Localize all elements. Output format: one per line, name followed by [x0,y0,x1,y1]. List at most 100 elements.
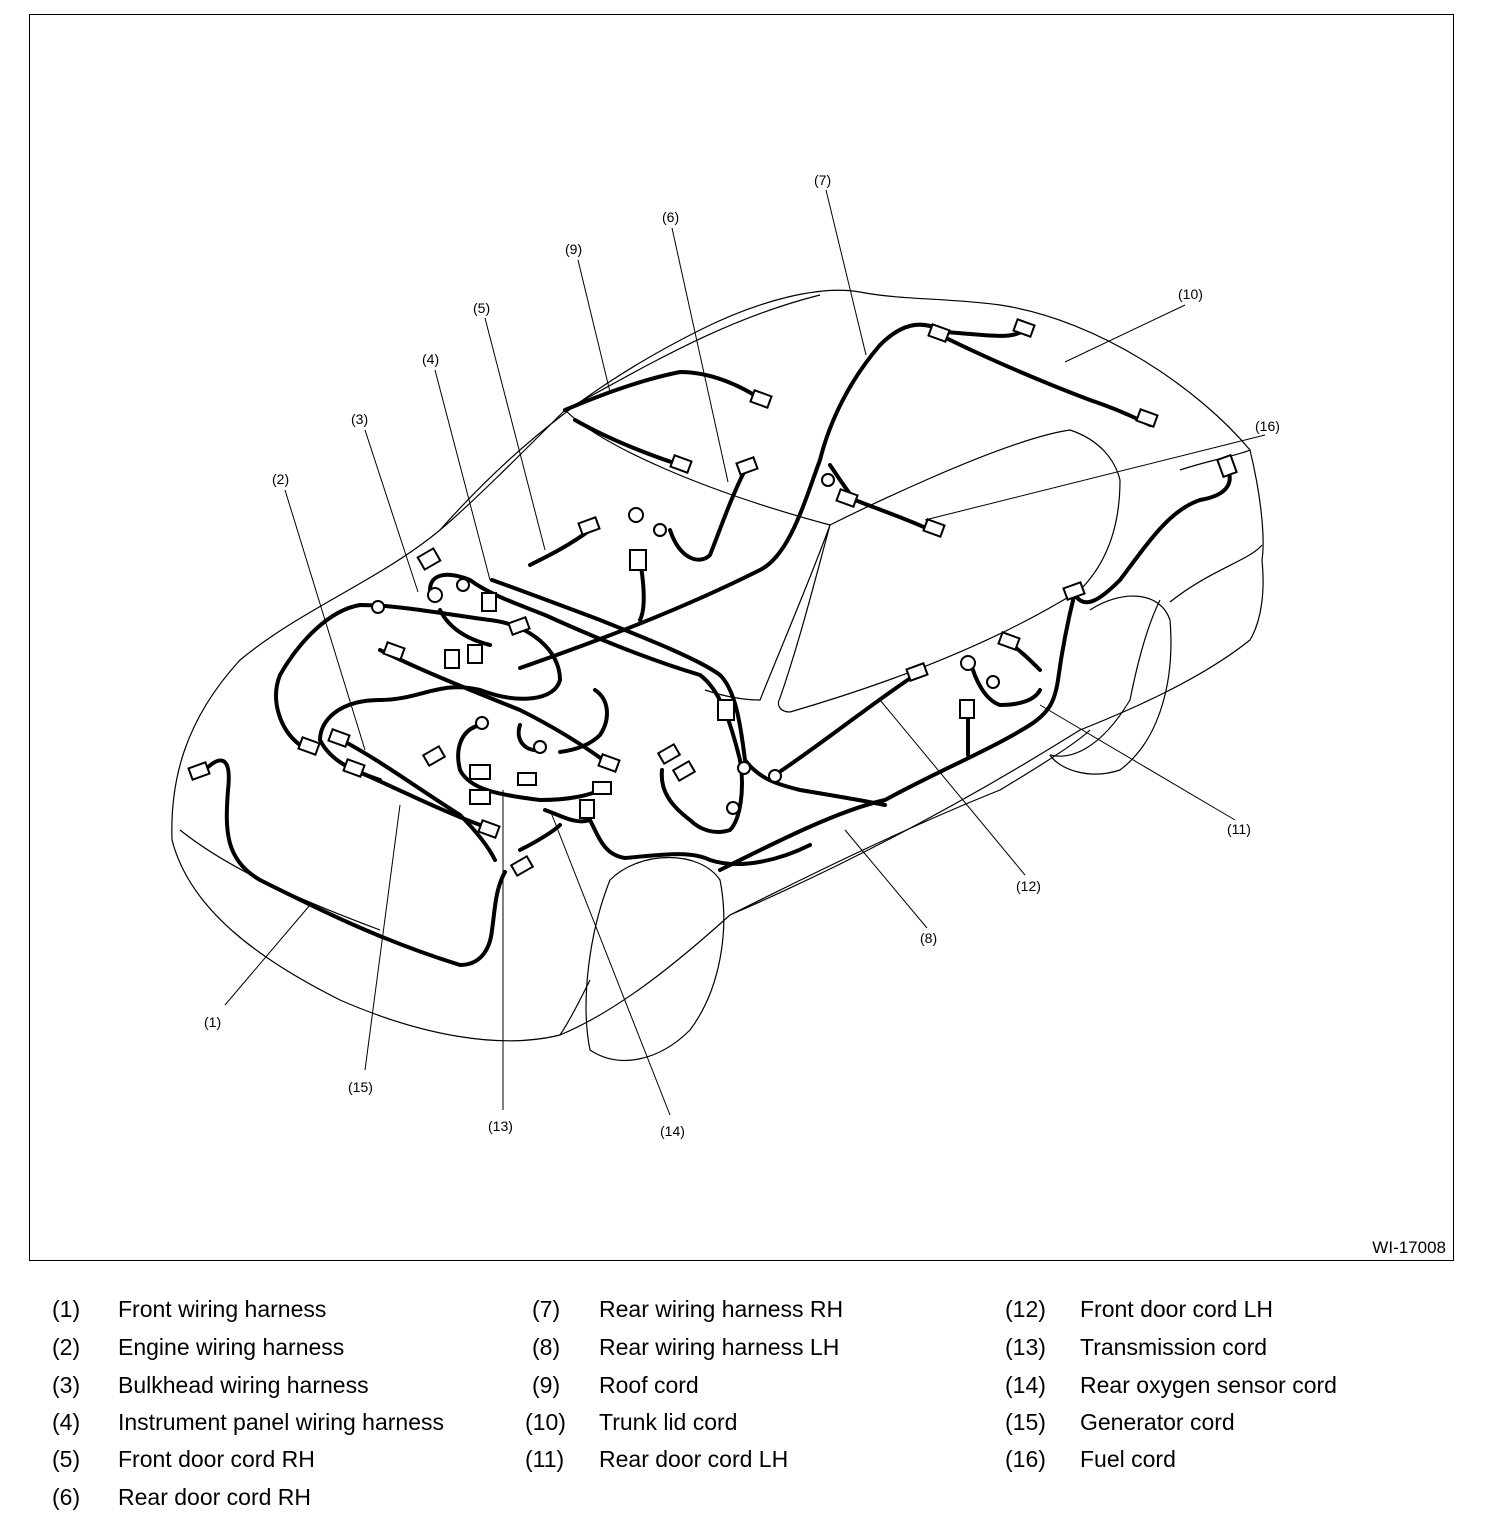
connector [509,854,535,878]
clip [533,740,547,754]
callout-14: (14) [660,1123,685,1139]
instrument-panel-harness-path [490,578,887,807]
roof-cord-path [563,369,764,412]
connector [467,644,483,664]
connector [444,649,460,669]
generator-cord-path [353,768,482,827]
connector [927,323,951,343]
legend-number: (3) [52,1372,81,1398]
misc-harness-1 [378,648,612,767]
rear-door-cord-rh-path [668,468,747,562]
figure-id: WI-17008 [1372,1238,1446,1257]
legend-label: Rear oxygen sensor cord [1080,1372,1337,1398]
legend-label: Front wiring harness [118,1296,327,1322]
front-door-cord-lh-path [773,673,917,777]
connector [835,488,859,508]
clip [427,587,443,603]
connector [1135,408,1159,428]
clip [475,716,489,730]
legend-label: Rear wiring harness LH [599,1334,840,1360]
clip [821,473,835,487]
misc-harness-5 [438,608,492,647]
figure-frame [29,14,1454,1261]
callout-10: (10) [1178,286,1203,302]
connector [669,454,693,474]
clip [371,600,385,614]
engine-harness-branch [336,736,497,862]
connector [922,518,946,538]
legend-label: Instrument panel wiring harness [118,1409,444,1435]
callout-1: (1) [204,1014,221,1030]
legend-number: (15) [1005,1409,1046,1435]
connector [905,662,929,682]
connector [481,592,497,612]
callout-6: (6) [662,209,679,225]
connector [517,772,537,786]
clip [960,655,976,671]
clip [726,801,740,815]
connector [421,744,447,768]
connector [507,616,531,636]
connector [717,699,735,721]
callout-4: (4) [422,351,439,367]
legend: (1) Front wiring harness (2) Engine wiri… [0,1290,1504,1530]
callout-13: (13) [488,1118,513,1134]
legend-number: (5) [52,1446,81,1472]
connector [629,549,647,571]
clip [768,769,782,783]
connector [469,789,491,805]
legend-number: (7) [532,1296,561,1322]
legend-number: (1) [52,1296,81,1322]
legend-number: (10) [525,1409,566,1435]
callout-16: (16) [1255,418,1280,434]
callout-8: (8) [920,930,937,946]
callout-7: (7) [814,172,831,188]
leader-lines [224,189,1266,1116]
misc-harness-3 [558,688,609,754]
connector [671,759,697,783]
bulkhead-harness-path [428,572,744,834]
roof-cord-branch [573,418,682,467]
connectors [187,318,1238,878]
connector [656,742,682,766]
callout-12: (12) [1016,878,1041,894]
connector [416,547,442,571]
trunk-lid-cord-path [938,333,1152,427]
connector [577,516,601,536]
connector [735,456,759,476]
clip [737,761,751,775]
connector [382,641,406,661]
legend-number: (8) [532,1334,561,1360]
callout-labels: (1) (2) (3) (4) (5) (6) (7) (8) (9) (10)… [204,172,1280,1139]
callout-15: (15) [348,1079,373,1095]
connector [592,781,612,795]
connector [749,389,773,409]
legend-label: Roof cord [599,1372,699,1398]
legend-label: Front door cord LH [1080,1296,1274,1322]
rear-door-cord-lh-path [968,658,1042,708]
front-door-cord-rh-path [528,528,592,567]
legend-label: Bulkhead wiring harness [118,1372,369,1398]
clips [371,473,1000,815]
legend-number: (13) [1005,1334,1046,1360]
clip [628,507,644,523]
connector [1216,453,1238,479]
front-wiring-harness-path [203,758,507,968]
legend-label: Generator cord [1080,1409,1235,1435]
legend-number: (9) [532,1372,561,1398]
legend-label: Rear wiring harness RH [599,1296,844,1322]
connector [477,819,501,839]
connector [327,728,351,748]
callout-2: (2) [272,471,289,487]
legend-label: Rear door cord LH [599,1446,789,1472]
clip [653,523,667,537]
rear-wiring-harness-lh-path [718,590,1077,872]
connector [597,753,621,773]
legend-number: (2) [52,1334,81,1360]
connector [187,761,211,781]
clip [986,675,1000,689]
legend-label: Fuel cord [1080,1446,1176,1472]
car-body-outline [171,289,1264,1061]
legend-number: (4) [52,1409,81,1435]
